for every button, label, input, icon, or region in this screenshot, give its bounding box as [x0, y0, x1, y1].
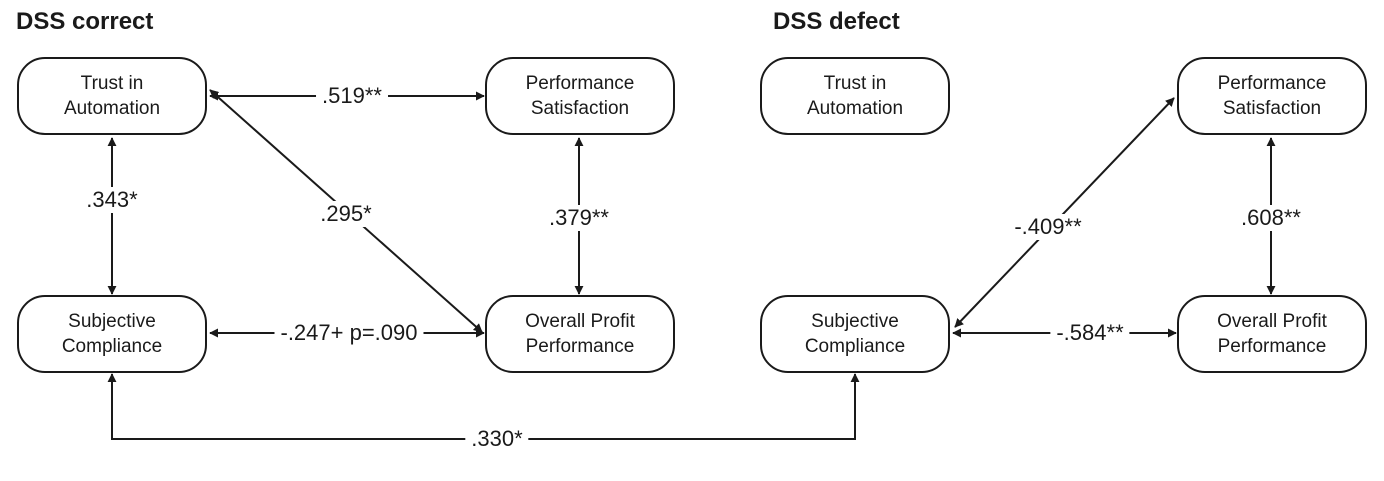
coef-compliance-profit-right: -.584**: [1050, 320, 1130, 346]
coef-compliance-profit-left: -.247+ p=.090: [274, 320, 424, 346]
coef-perf-compliance-right: -.409**: [1008, 214, 1088, 240]
edge-perf-compliance-right: [954, 97, 1175, 328]
dss-correct-title: DSS correct: [16, 8, 154, 35]
coef-trust-compliance-left: .343*: [80, 187, 144, 213]
coef-perf-profit-left: .379**: [543, 205, 615, 231]
coef-compliance-cross: .330*: [465, 426, 529, 452]
coef-perf-profit-right: .608**: [1235, 205, 1307, 231]
coef-trust-perf-left: .519**: [316, 83, 388, 109]
coef-trust-profit-left: .295*: [314, 201, 378, 227]
dss-defect-title: DSS defect: [773, 8, 900, 35]
